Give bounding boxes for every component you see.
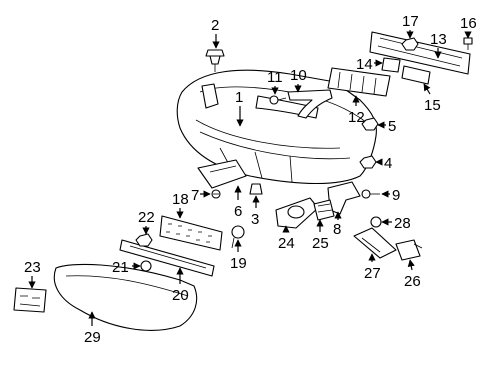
callout-19: 19 <box>230 255 247 272</box>
callout-5: 5 <box>388 118 396 135</box>
part-side-bracket-10 <box>287 89 333 119</box>
part-nut-4 <box>359 155 377 169</box>
callout-10: 10 <box>290 67 307 84</box>
callout-17: 17 <box>402 13 419 30</box>
part-bracket-27 <box>353 227 397 259</box>
part-bracket-6 <box>197 159 247 189</box>
callout-6: 6 <box>234 203 242 220</box>
callout-16: 16 <box>460 15 477 32</box>
part-bolt-11 <box>269 95 287 105</box>
callout-3: 3 <box>251 211 259 228</box>
callout-26: 26 <box>404 273 421 290</box>
callout-labels: 1 2 3 4 5 6 7 8 9 10 11 12 13 14 15 16 1… <box>24 13 477 346</box>
part-screw-7 <box>211 189 221 199</box>
callout-25: 25 <box>312 235 329 252</box>
part-bracket-14 <box>381 57 401 73</box>
callout-2: 2 <box>211 17 219 34</box>
callout-13: 13 <box>430 31 447 48</box>
part-absorber-12 <box>327 67 391 97</box>
part-bolt-16 <box>463 37 473 50</box>
part-bolt-9 <box>361 189 380 199</box>
part-fog-cover-24 <box>275 197 319 229</box>
part-clip-3 <box>249 183 263 195</box>
part-clip-2 <box>205 49 225 72</box>
callout-9: 9 <box>392 187 400 204</box>
callout-20: 20 <box>172 287 189 304</box>
callout-4: 4 <box>384 155 392 172</box>
part-grille-18 <box>159 215 223 251</box>
leader-lines <box>28 30 472 326</box>
part-bracket-15 <box>401 65 431 85</box>
callout-15: 15 <box>424 97 441 114</box>
part-trim-20 <box>119 239 215 277</box>
callout-11: 11 <box>267 69 283 86</box>
callout-29: 29 <box>84 329 101 346</box>
callout-23: 23 <box>24 259 41 276</box>
part-license-bracket-23 <box>13 287 47 313</box>
callout-24: 24 <box>278 235 295 252</box>
part-fog-light-25 <box>313 199 335 221</box>
callout-22: 22 <box>138 209 155 226</box>
part-nut-22 <box>135 233 153 247</box>
callout-1: 1 <box>235 89 243 106</box>
part-nut-17 <box>401 37 419 51</box>
part-bulb-26 <box>395 239 423 261</box>
callout-28: 28 <box>394 215 411 232</box>
callout-12: 12 <box>348 109 365 126</box>
part-beam-13 <box>369 31 471 75</box>
callout-8: 8 <box>333 221 341 238</box>
callout-27: 27 <box>364 265 381 282</box>
callout-18: 18 <box>172 191 189 208</box>
callout-14: 14 <box>356 56 373 73</box>
callout-21: 21 <box>112 259 129 276</box>
callout-7: 7 <box>191 187 199 204</box>
part-clip-28 <box>370 216 382 228</box>
part-nut-5 <box>361 117 379 131</box>
part-bolt-19 <box>231 225 245 249</box>
